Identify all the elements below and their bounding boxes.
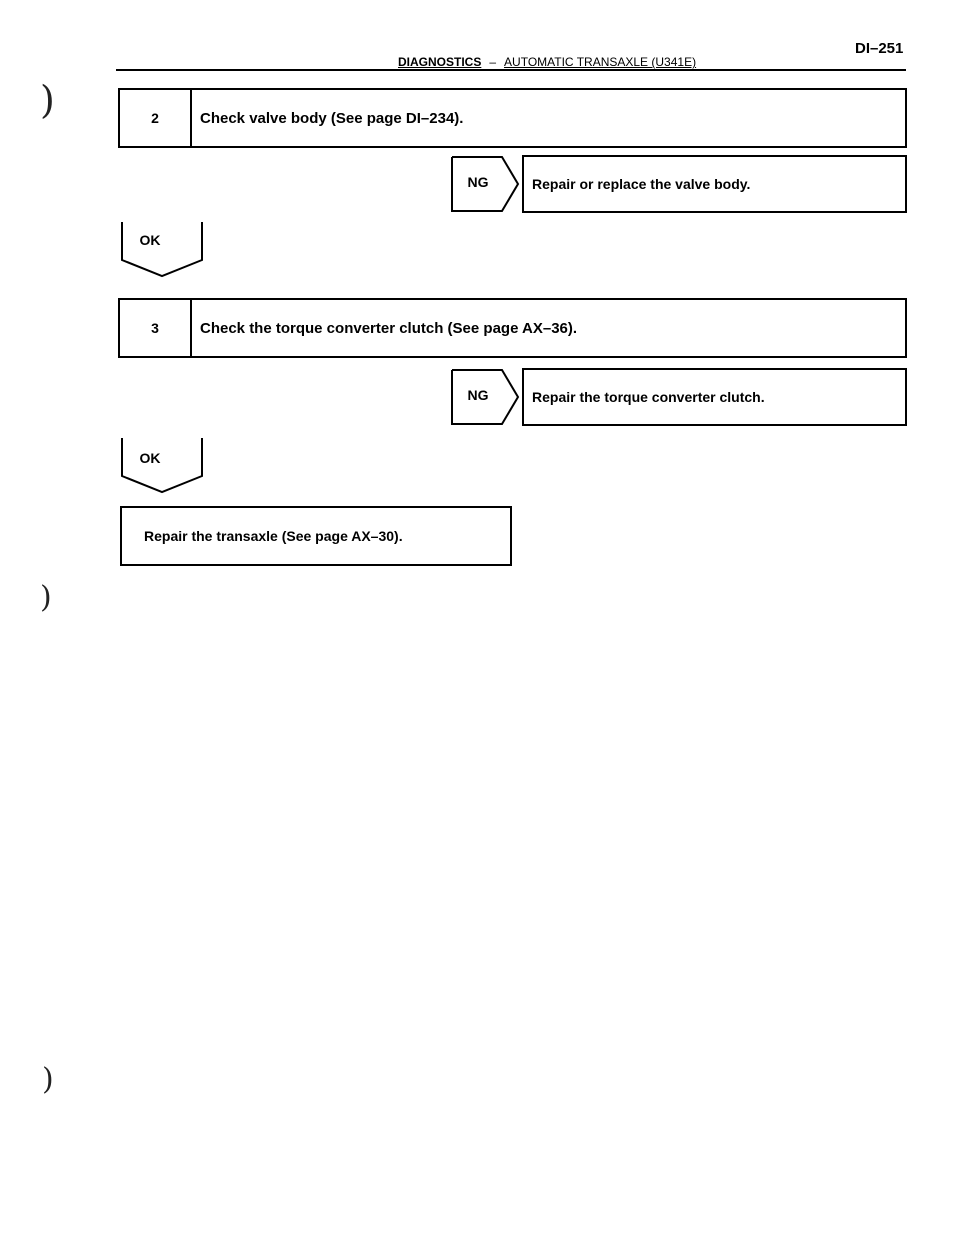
binding-mark: ) — [40, 78, 55, 122]
ng-arrow-icon — [451, 369, 520, 425]
ok-arrow-icon — [121, 222, 203, 278]
binding-mark: ) — [40, 580, 52, 615]
step-number: 3 — [120, 300, 192, 356]
header-rule — [116, 69, 906, 71]
page-number: DI–251 — [855, 40, 904, 57]
step-title: Check valve body (See page DI–234). — [200, 109, 464, 127]
binding-mark: ) — [42, 1062, 54, 1097]
step-title: Check the torque converter clutch (See p… — [200, 319, 578, 337]
ng-action-text: Repair or replace the valve body. — [532, 176, 751, 192]
final-action-box: Repair the transaxle (See page AX–30). — [120, 506, 512, 566]
ok-label: OK — [139, 450, 161, 466]
step-box: 3 Check the torque converter clutch (See… — [118, 298, 907, 358]
ng-label: NG — [467, 174, 489, 190]
ok-arrow-icon — [121, 438, 203, 494]
header-separator: – — [489, 55, 497, 69]
ng-action-box: Repair or replace the valve body. — [522, 155, 907, 213]
ng-action-box: Repair the torque converter clutch. — [522, 368, 907, 426]
ng-action-text: Repair the torque converter clutch. — [532, 389, 765, 405]
ng-arrow-icon — [451, 156, 520, 212]
step-number: 2 — [120, 90, 192, 146]
step-box: 2 Check valve body (See page DI–234). — [118, 88, 907, 148]
page-header: DIAGNOSTICS–AUTOMATIC TRANSAXLE (U341E) — [398, 55, 696, 69]
section-title: DIAGNOSTICS — [398, 55, 482, 69]
subsection-title: AUTOMATIC TRANSAXLE (U341E) — [504, 55, 697, 69]
ok-label: OK — [139, 232, 161, 248]
ng-label: NG — [467, 387, 489, 403]
final-action-text: Repair the transaxle (See page AX–30). — [144, 528, 403, 544]
